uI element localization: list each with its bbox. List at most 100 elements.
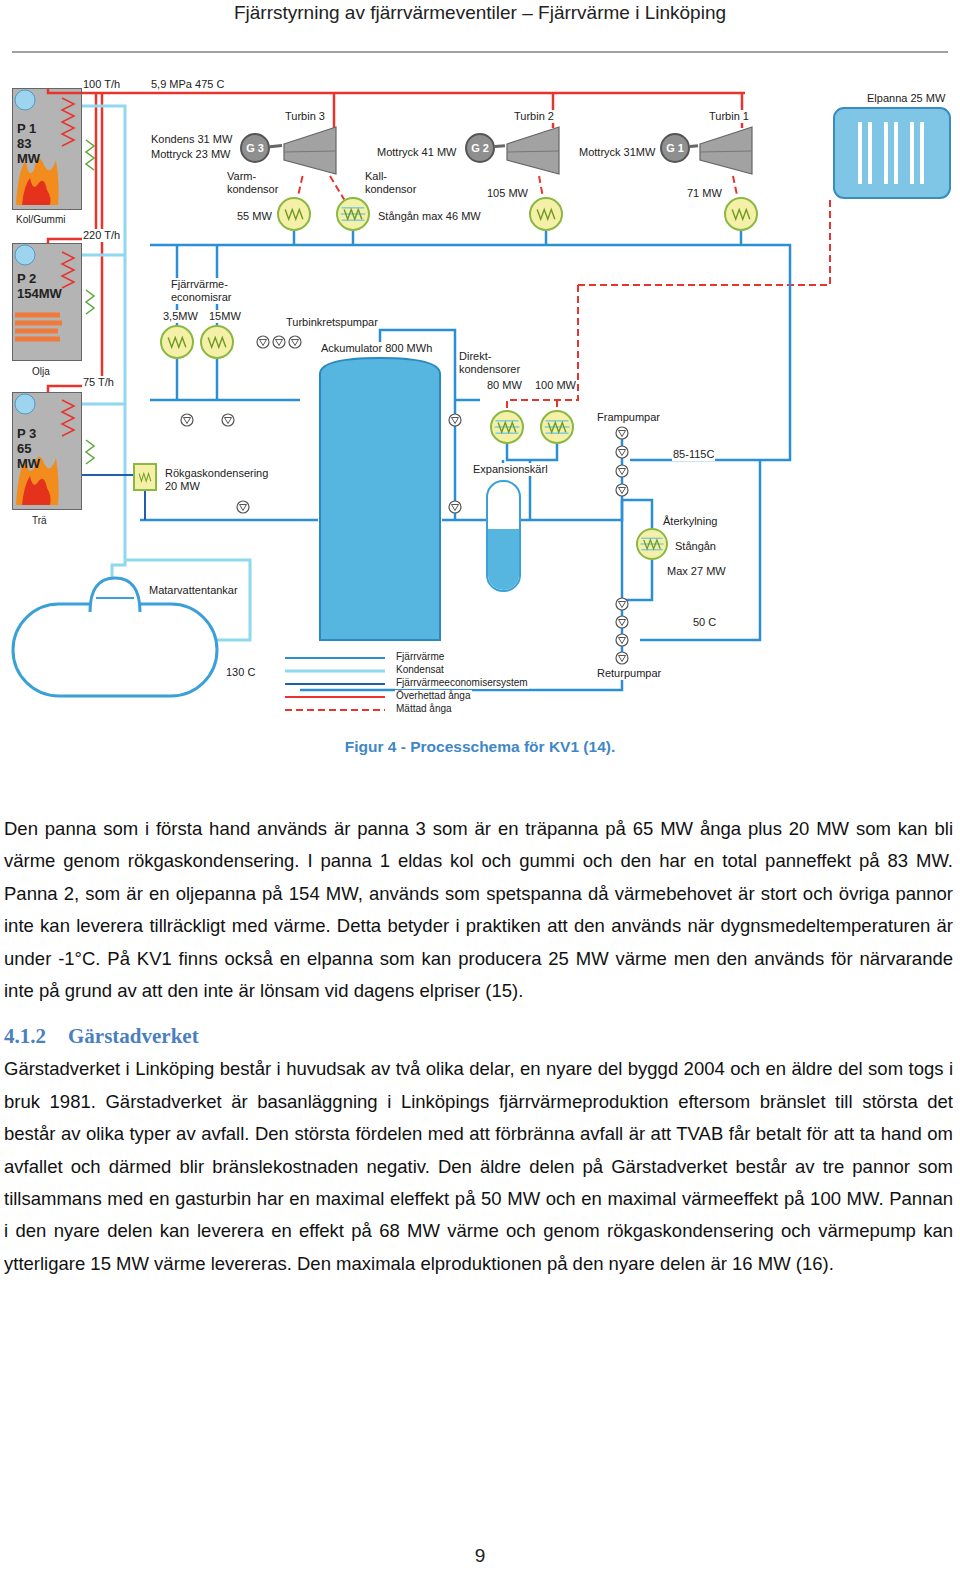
boiler: P 2 154MWOlja [12, 243, 82, 361]
shape-outline [531, 199, 561, 229]
shape-outline [726, 199, 756, 229]
node-text: G 3 [246, 142, 264, 155]
shape-outline [279, 199, 309, 229]
page-number: 9 [0, 1544, 960, 1568]
feedwater-tank: Matarvattentankar [10, 572, 250, 700]
node-text: 100 MW [534, 379, 577, 392]
node-text: Kol/Gummi [15, 213, 66, 226]
body-paragraph: Gärstadverket i Linköping består i huvud… [4, 1053, 953, 1280]
legend-text: Fjärrvärmeeconomisersystem [395, 677, 529, 689]
node-text: P 1 83 MW [17, 121, 53, 166]
connector [733, 176, 738, 197]
section-heading: 4.1.2 Gärstadverket [4, 1021, 953, 1051]
cooled-heat-exchanger: 80 MW [490, 410, 524, 444]
connector [539, 176, 543, 197]
connector [298, 176, 303, 197]
accumulator-tank: Ackumulator 800 MWh [318, 342, 442, 642]
shape-outline [492, 412, 522, 442]
shape-outline [318, 342, 442, 642]
heat-exchanger: Varm- kondensor55 MW [277, 197, 311, 231]
shape-outline [638, 530, 666, 558]
node-text: Stångån [674, 540, 717, 553]
turbine: Turbin 2 [505, 110, 561, 176]
boiler: P 1 83 MWKol/Gummi [12, 88, 82, 210]
figure-caption: Figur 4 - Processchema för KV1 (14). [0, 737, 960, 757]
heat-exchanger: 15MW [200, 325, 234, 359]
node-text: Elpanna 25 MW [866, 92, 946, 105]
heat-exchanger: 105 MW [529, 197, 563, 231]
node-text: Max 27 MW [666, 565, 727, 578]
connector [690, 144, 698, 148]
text-column: Den panna som i första hand används är p… [4, 813, 953, 1280]
connector [270, 146, 282, 147]
node-text: 105 MW [486, 187, 529, 200]
connector [495, 144, 505, 148]
legend-text: Fjärrvärme [395, 651, 445, 663]
diagram-label: 5,9 MPa 475 C [150, 78, 225, 91]
electric-boiler-tank: Elpanna 25 MW [832, 92, 954, 202]
section-number: 4.1.2 [4, 1024, 46, 1048]
body-paragraph: Den panna som i första hand används är p… [4, 813, 953, 1007]
node-text: G 1 [666, 142, 684, 155]
generator-circle: G 3 [240, 133, 270, 163]
node-text: Turbin 2 [513, 110, 555, 123]
turbine: Turbin 3 [282, 110, 338, 176]
shape-outline [470, 463, 550, 593]
diagram-label: Mottryck 41 MW [376, 146, 457, 159]
process-diagram: P 1 83 MWKol/GummiG 3Turbin 3G 2Turbin 2… [0, 0, 960, 720]
diagram-label: Fjärrvärme- economisrar [170, 278, 233, 304]
condensate-lines [82, 106, 250, 640]
generator-circle: G 2 [465, 133, 495, 163]
flue-gas-condenser: Rökgaskondensering 20 MW [133, 463, 157, 491]
generator-circle: G 1 [660, 133, 690, 163]
legend-samples [285, 658, 385, 710]
district-heating-lines [140, 231, 790, 690]
steam-lines [48, 88, 745, 392]
turbine: Turbin 1 [698, 110, 754, 176]
cooled-heat-exchanger: 100 MW [540, 410, 574, 444]
diagram-label: Frampumpar [596, 411, 661, 424]
legend-text: Kondensat [395, 664, 445, 676]
shape-outline [832, 92, 954, 202]
node-text: Återkylning [662, 515, 718, 528]
node-text: Varm- kondensor [226, 170, 279, 196]
node-text: Stångån max 46 MW [377, 210, 482, 223]
node-text: Expansionskärl [472, 463, 549, 476]
node-text: 55 MW [236, 210, 273, 223]
diagram-label: Turbinkretspumpar [285, 316, 379, 329]
shape-outline [135, 465, 155, 489]
diagram-label: 75 T/h [82, 376, 115, 389]
diagram-label: Kondens 31 MW [150, 133, 233, 146]
shape-outline [338, 199, 368, 229]
diagram-label: 50 C [692, 616, 717, 629]
diagram-label: 85-115C [672, 448, 715, 461]
node-text: 80 MW [486, 379, 523, 392]
shape-outline [202, 327, 232, 357]
node-text: Rökgaskondensering 20 MW [164, 467, 269, 493]
section-title: Gärstadverket [68, 1024, 199, 1048]
node-text: Olja [31, 365, 51, 378]
heat-exchanger: 71 MW [724, 197, 758, 231]
saturated-steam [507, 200, 830, 410]
diagram-label: 130 C [225, 666, 256, 679]
cooled-heat-exchanger: ÅterkylningStångånMax 27 MW [636, 528, 668, 560]
boiler: P 3 65 MWTrä [12, 392, 82, 510]
heat-exchanger: 3,5MW [160, 325, 194, 359]
node-text: Ackumulator 800 MWh [320, 342, 433, 355]
diagram-label: Mottryck 23 MW [150, 148, 231, 161]
node-text: P 3 65 MW [17, 426, 53, 471]
diagram-label: Direkt- kondensorer [458, 350, 521, 376]
node-text: G 2 [471, 142, 489, 155]
pumps [181, 336, 628, 664]
node-text: P 2 154MW [17, 271, 53, 301]
running-header: Fjärrstyrning av fjärrvärmeventiler – Fj… [0, 1, 960, 25]
node-text: 3,5MW [162, 310, 199, 323]
shape-outline [162, 327, 192, 357]
legend-text: Mättad ånga [395, 703, 453, 715]
node-text: 15MW [208, 310, 242, 323]
node-text: Turbin 1 [708, 110, 750, 123]
node-text: Turbin 3 [284, 110, 326, 123]
connector [330, 176, 344, 199]
diagram-label: Returpumpar [596, 667, 662, 680]
